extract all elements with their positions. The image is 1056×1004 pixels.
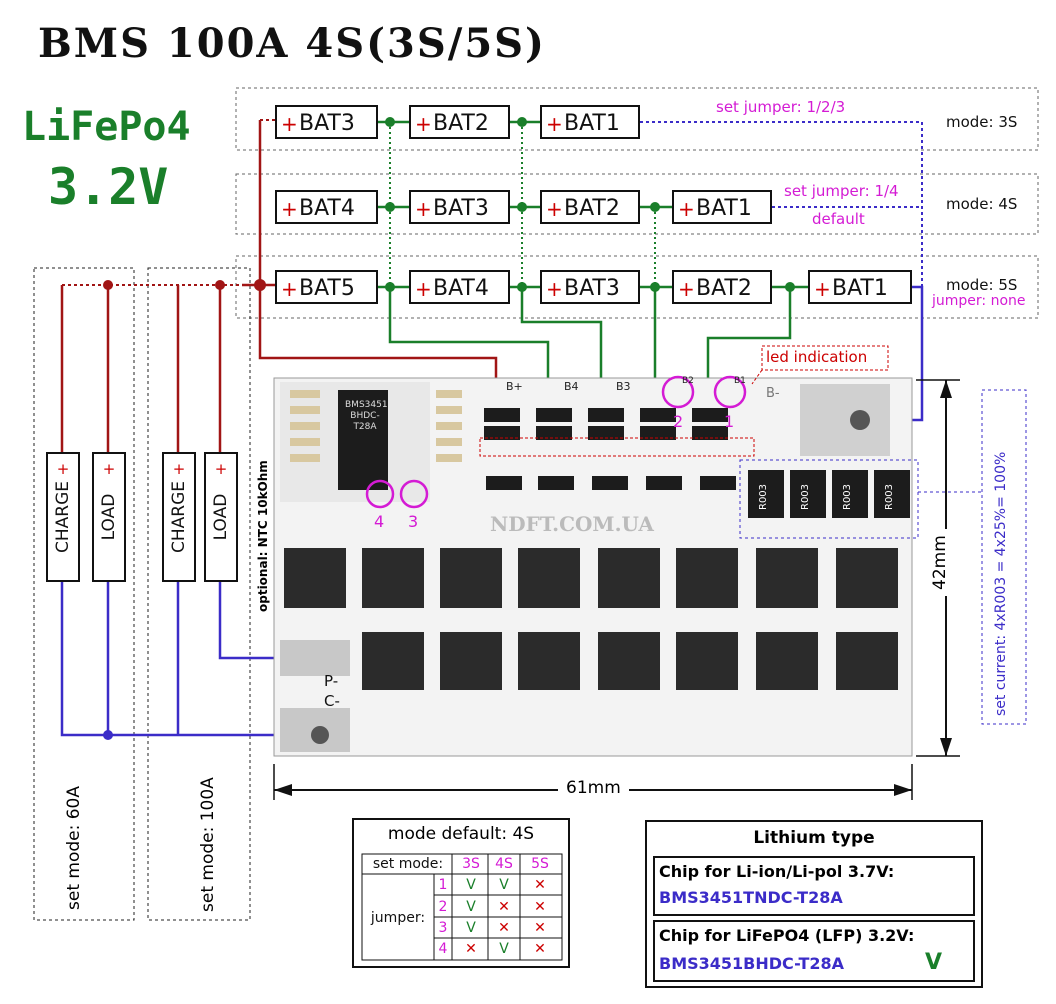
cell-3-5s: ✕ xyxy=(534,920,546,936)
cell-2-5s: ✕ xyxy=(534,899,546,915)
load-60a-label: +LOAD xyxy=(92,452,126,582)
box-60a xyxy=(33,267,135,921)
cell-3-4s: ✕ xyxy=(498,920,510,936)
bat-5s-1: +BAT5 xyxy=(275,270,378,304)
lfp-check-icon: V xyxy=(925,950,943,975)
led-indication: led indication xyxy=(766,348,868,366)
pad-pminus: P- xyxy=(324,672,339,690)
bat-3s-2: +BAT2 xyxy=(409,105,510,139)
pad-bminus: B- xyxy=(766,386,780,401)
watermark: NDFT.COM.UA xyxy=(490,512,654,536)
resistor-1: R003 xyxy=(758,483,769,510)
jumper-4: 4 xyxy=(374,512,385,531)
row-frame-4s xyxy=(235,173,1039,235)
pad-bplus: B+ xyxy=(506,380,523,393)
li-ion-chip: BMS3451TNDC-T28A xyxy=(659,888,843,907)
jumper-1: 1 xyxy=(724,412,735,431)
default-note-4s: default xyxy=(812,210,865,228)
page-title: BMS 100A 4S(3S/5S) xyxy=(38,20,546,67)
cell-2-4s: ✕ xyxy=(498,899,510,915)
jumper-2: 2 xyxy=(673,412,684,431)
cell-4-5s: ✕ xyxy=(534,941,546,957)
jumper-note-3s: set jumper: 1/2/3 xyxy=(716,98,846,116)
cell-1-5s: ✕ xyxy=(534,877,546,893)
set-mode-label: set mode: xyxy=(372,856,444,872)
bat-4s-4: +BAT1 xyxy=(672,190,772,224)
jumper-row-4: 4 xyxy=(438,941,448,957)
jumper-row-1: 1 xyxy=(438,877,448,893)
pad-b3: B3 xyxy=(616,380,631,393)
jumper-note-4s: set jumper: 1/4 xyxy=(784,182,899,200)
charge-60a-label: +CHARGE xyxy=(46,452,80,582)
bat-4s-3: +BAT2 xyxy=(540,190,640,224)
pad-cminus: C- xyxy=(324,692,340,710)
bat-4s-2: +BAT3 xyxy=(409,190,510,224)
resistor-4: R003 xyxy=(884,483,895,510)
bat-5s-3: +BAT3 xyxy=(540,270,640,304)
pad-b4: B4 xyxy=(564,380,579,393)
mode-4s: mode: 4S xyxy=(946,195,1018,213)
bat-4s-1: +BAT4 xyxy=(275,190,378,224)
lfp-chip: BMS3451BHDC-T28A xyxy=(659,954,844,973)
li-ion-label: Chip for Li-ion/Li-pol 3.7V: xyxy=(659,862,895,881)
mode-5s: mode: 5S xyxy=(946,276,1018,294)
mode-table: mode default: 4S set mode: 3S 4S 5S jump… xyxy=(352,818,570,968)
lfp-row: Chip for LiFePO4 (LFP) 3.2V: BMS3451BHDC… xyxy=(653,920,975,982)
box-100a xyxy=(147,267,251,921)
resistor-2: R003 xyxy=(800,483,811,510)
col-3s: 3S xyxy=(462,856,480,872)
lithium-title: Lithium type xyxy=(753,828,875,848)
jumper-3: 3 xyxy=(408,512,419,531)
cell-4-4s: V xyxy=(499,941,509,957)
jumper-label: jumper: xyxy=(370,910,426,926)
bat-3s-1: +BAT3 xyxy=(275,105,378,139)
cell-2-3s: V xyxy=(466,899,476,915)
jumper-row-3: 3 xyxy=(438,920,448,936)
bat-5s-5: +BAT1 xyxy=(808,270,912,304)
bat-3s-3: +BAT1 xyxy=(540,105,640,139)
chemistry-voltage: 3.2V xyxy=(48,158,169,216)
bat-5s-2: +BAT4 xyxy=(409,270,510,304)
set-mode-60a: set mode: 60A xyxy=(64,786,84,910)
pad-b2: B2 xyxy=(682,376,694,386)
resistor-3: R003 xyxy=(842,483,853,510)
jumper-row-2: 2 xyxy=(438,899,448,915)
mode-3s: mode: 3S xyxy=(946,113,1018,131)
li-ion-row: Chip for Li-ion/Li-pol 3.7V: BMS3451TNDC… xyxy=(653,856,975,916)
charge-100a-label: +CHARGE xyxy=(162,452,196,582)
ntc-note: optional: NTC 10kOhm xyxy=(256,460,270,612)
set-mode-100a: set mode: 100A xyxy=(198,777,218,912)
lithium-type-table: Lithium type Chip for Li-ion/Li-pol 3.7V… xyxy=(645,820,983,988)
load-100a-label: +LOAD xyxy=(204,452,238,582)
lfp-label: Chip for LiFePO4 (LFP) 3.2V: xyxy=(659,926,915,945)
pad-b1: B1 xyxy=(734,376,746,386)
current-note: set current: 4xR003 = 4x25%= 100% xyxy=(993,451,1009,716)
mode-table-title: mode default: 4S xyxy=(387,824,535,844)
cell-1-3s: V xyxy=(466,877,476,893)
col-4s: 4S xyxy=(495,856,513,872)
jumper-note-5s: jumper: none xyxy=(932,293,1026,309)
col-5s: 5S xyxy=(531,856,549,872)
chemistry-name: LiFePo4 xyxy=(22,104,191,150)
cell-3-3s: V xyxy=(466,920,476,936)
height-dimension: 42mm xyxy=(930,529,950,596)
bat-5s-4: +BAT2 xyxy=(672,270,772,304)
width-dimension: 61mm xyxy=(558,778,629,798)
cell-4-3s: ✕ xyxy=(465,941,477,957)
cell-1-4s: V xyxy=(499,877,509,893)
